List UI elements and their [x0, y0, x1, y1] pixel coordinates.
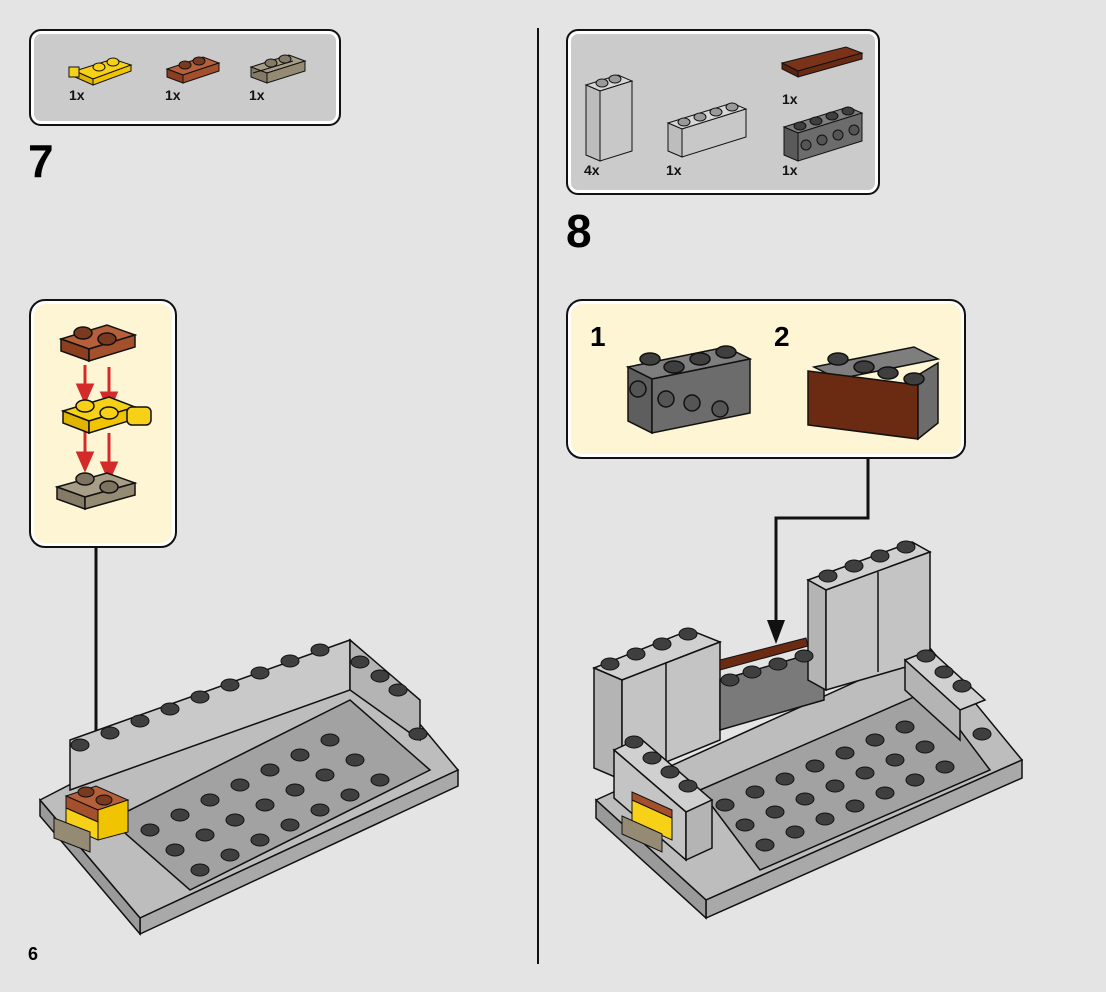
substep2-brick-with-tile: [807, 346, 941, 441]
studs: [715, 720, 955, 852]
substep1-dark-gray-brick: [625, 345, 753, 435]
step7-parts-list: 1x 1x 1x: [29, 29, 341, 126]
placed-subassembly: [53, 785, 130, 853]
page-number: 6: [28, 944, 39, 964]
studs: [70, 643, 428, 877]
part-qty: 1x: [165, 87, 181, 103]
step8-parts-list: 4x 1x 1x 1x: [566, 29, 880, 195]
part-tan-rail-plate: [249, 54, 307, 84]
part-light-gray-brick-1x4: [666, 102, 748, 158]
step8-subassembly-callout: 1 2: [566, 299, 966, 459]
step7-subassembly-callout: [29, 299, 177, 548]
red-arrow-icon: [75, 365, 119, 483]
part-qty: 1x: [782, 162, 798, 178]
part-brown-plate: [165, 56, 221, 84]
part-qty: 1x: [782, 91, 798, 107]
page-divider: [537, 28, 539, 964]
substep-number: 2: [774, 321, 790, 352]
part-qty: 1x: [249, 87, 265, 103]
part-yellow-hinge-plate: [68, 57, 133, 86]
part-qty: 4x: [584, 162, 600, 178]
part-qty: 1x: [69, 87, 85, 103]
tan-rail-plate-icon: [54, 472, 138, 511]
substep-number: 1: [590, 321, 606, 352]
step-number: 7: [28, 135, 54, 187]
yellow-hinge-plate-icon: [60, 396, 152, 435]
subassembly-illustration: [54, 324, 152, 511]
step-number: 8: [566, 205, 592, 257]
part-qty: 1x: [666, 162, 682, 178]
brown-plate-icon: [58, 324, 138, 363]
part-light-gray-brick-1x2x3: [584, 74, 634, 162]
part-dark-gray-brick-1x4-side-studs: [782, 106, 864, 162]
step7-model-illustration: [38, 638, 460, 937]
part-brown-tile-1x4: [780, 46, 864, 78]
